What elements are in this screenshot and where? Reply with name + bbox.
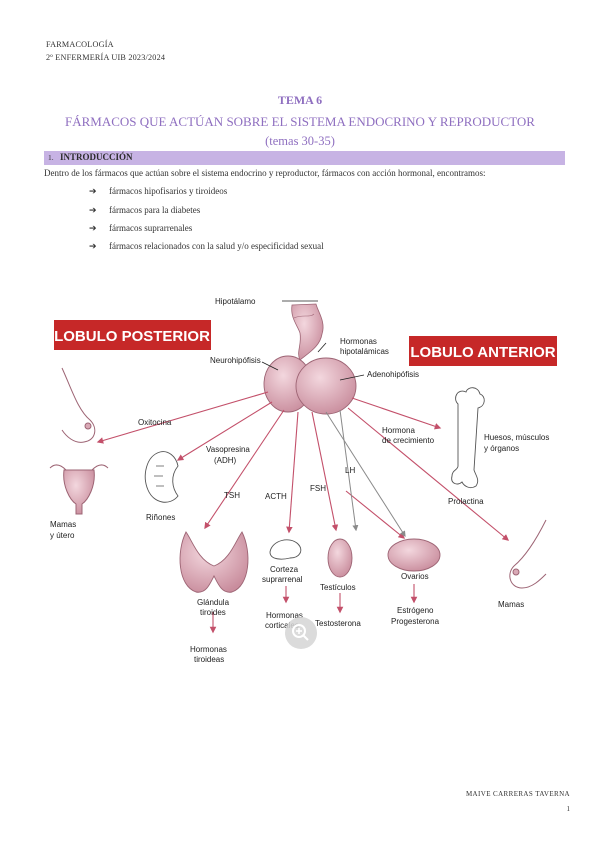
label-hormonas-corticales-2: corticales: [265, 621, 299, 630]
label-testiculos: Testículos: [320, 583, 356, 592]
uterus-illustration: [49, 464, 109, 515]
label-estrogeno: Estrógeno: [397, 606, 434, 615]
arrow-bullet-icon: ➔: [89, 206, 97, 216]
label-rinones: Riñones: [146, 513, 175, 522]
pituitary-gland: [263, 303, 357, 415]
label-mamas-utero-1: Mamas: [50, 520, 76, 529]
thyroid-illustration: [179, 531, 249, 593]
adrenal-illustration: [269, 539, 302, 560]
label-hormonas-corticales-1: Hormonas: [266, 611, 303, 620]
topic-subtopics: (temas 30-35): [265, 134, 335, 148]
page-number: 1: [566, 805, 571, 813]
label-corteza-2: suprarrenal: [262, 575, 303, 584]
list-item: ➔fármacos relacionados con la salud y/o …: [89, 241, 324, 252]
banner-lobulo-posterior: LOBULO POSTERIOR: [54, 320, 211, 350]
section-header: 1. INTRODUCCIÓN: [44, 151, 565, 165]
label-adenohipofisis: Adenohipófisis: [367, 370, 419, 379]
label-mamas: Mamas: [498, 600, 524, 609]
hormone-arrows: [96, 391, 510, 634]
banner-lobulo-anterior: LOBULO ANTERIOR: [409, 336, 557, 366]
label-gh-2: de crecimiento: [382, 436, 435, 445]
label-hormonas-hipotalamicas-2: hipotalámicas: [340, 347, 389, 356]
ovary-illustration: [387, 538, 441, 572]
label-gh-1: Hormona: [382, 426, 415, 435]
label-prolactina: Prolactina: [448, 497, 484, 506]
header-course: 2º ENFERMERÍA UIB 2023/2024: [46, 53, 166, 62]
topic-title: FÁRMACOS QUE ACTÚAN SOBRE EL SISTEMA END…: [65, 114, 535, 129]
arrow-bullet-icon: ➔: [89, 242, 97, 252]
testicle-illustration: [327, 538, 353, 578]
footer-author: MAIVE CARRERAS TAVERNA: [465, 790, 570, 798]
header-subject: FARMACOLOGÍA: [46, 40, 114, 49]
kidney-illustration: [144, 451, 179, 503]
label-hormonas-tiroideas-2: tiroideas: [194, 655, 224, 664]
breast-illustration: [61, 367, 96, 443]
label-oxitocina: Oxitocina: [138, 418, 172, 427]
list-item: ➔fármacos para la diabetes: [89, 205, 201, 216]
list-item: ➔fármacos suprarrenales: [89, 223, 193, 234]
label-vasopresina: Vasopresina: [206, 445, 250, 454]
label-adh: (ADH): [214, 456, 237, 465]
bone-illustration: [451, 387, 485, 489]
svg-text:LOBULO POSTERIOR: LOBULO POSTERIOR: [54, 328, 210, 345]
label-mamas-utero-2: y útero: [50, 531, 75, 540]
label-corteza-1: Corteza: [270, 565, 299, 574]
label-huesos-2: y órganos: [484, 444, 519, 453]
list-item: ➔fármacos hipofisarios y tiroideos: [89, 186, 228, 197]
label-lh: LH: [345, 466, 355, 475]
label-acth: ACTH: [265, 492, 287, 501]
svg-text:LOBULO ANTERIOR: LOBULO ANTERIOR: [410, 344, 555, 361]
label-glandula-tiroides-1: Glándula: [197, 598, 230, 607]
intro-paragraph: Dentro de los fármacos que actúan sobre …: [44, 168, 486, 178]
section-title: INTRODUCCIÓN: [60, 152, 133, 162]
label-fsh: FSH: [310, 484, 326, 493]
label-glandula-tiroides-2: tiroides: [200, 608, 226, 617]
label-neurohipofisis: Neurohipófisis: [210, 356, 261, 365]
arrow-bullet-icon: ➔: [89, 224, 97, 234]
label-testosterona: Testosterona: [315, 619, 361, 628]
label-hipotalamo: Hipotálamo: [215, 297, 256, 306]
label-hormonas-hipotalamicas-1: Hormonas: [340, 337, 377, 346]
section-number: 1.: [48, 153, 54, 162]
label-ovarios: Ovarios: [401, 572, 429, 581]
label-progesterona: Progesterona: [391, 617, 440, 626]
arrow-bullet-icon: ➔: [89, 187, 97, 197]
label-huesos-1: Huesos, músculos: [484, 433, 549, 442]
zoom-in-icon[interactable]: [285, 617, 317, 649]
topic-number: TEMA 6: [277, 93, 323, 107]
label-hormonas-tiroideas-1: Hormonas: [190, 645, 227, 654]
label-tsh: TSH: [224, 491, 240, 500]
breast-right-illustration: [509, 519, 547, 589]
